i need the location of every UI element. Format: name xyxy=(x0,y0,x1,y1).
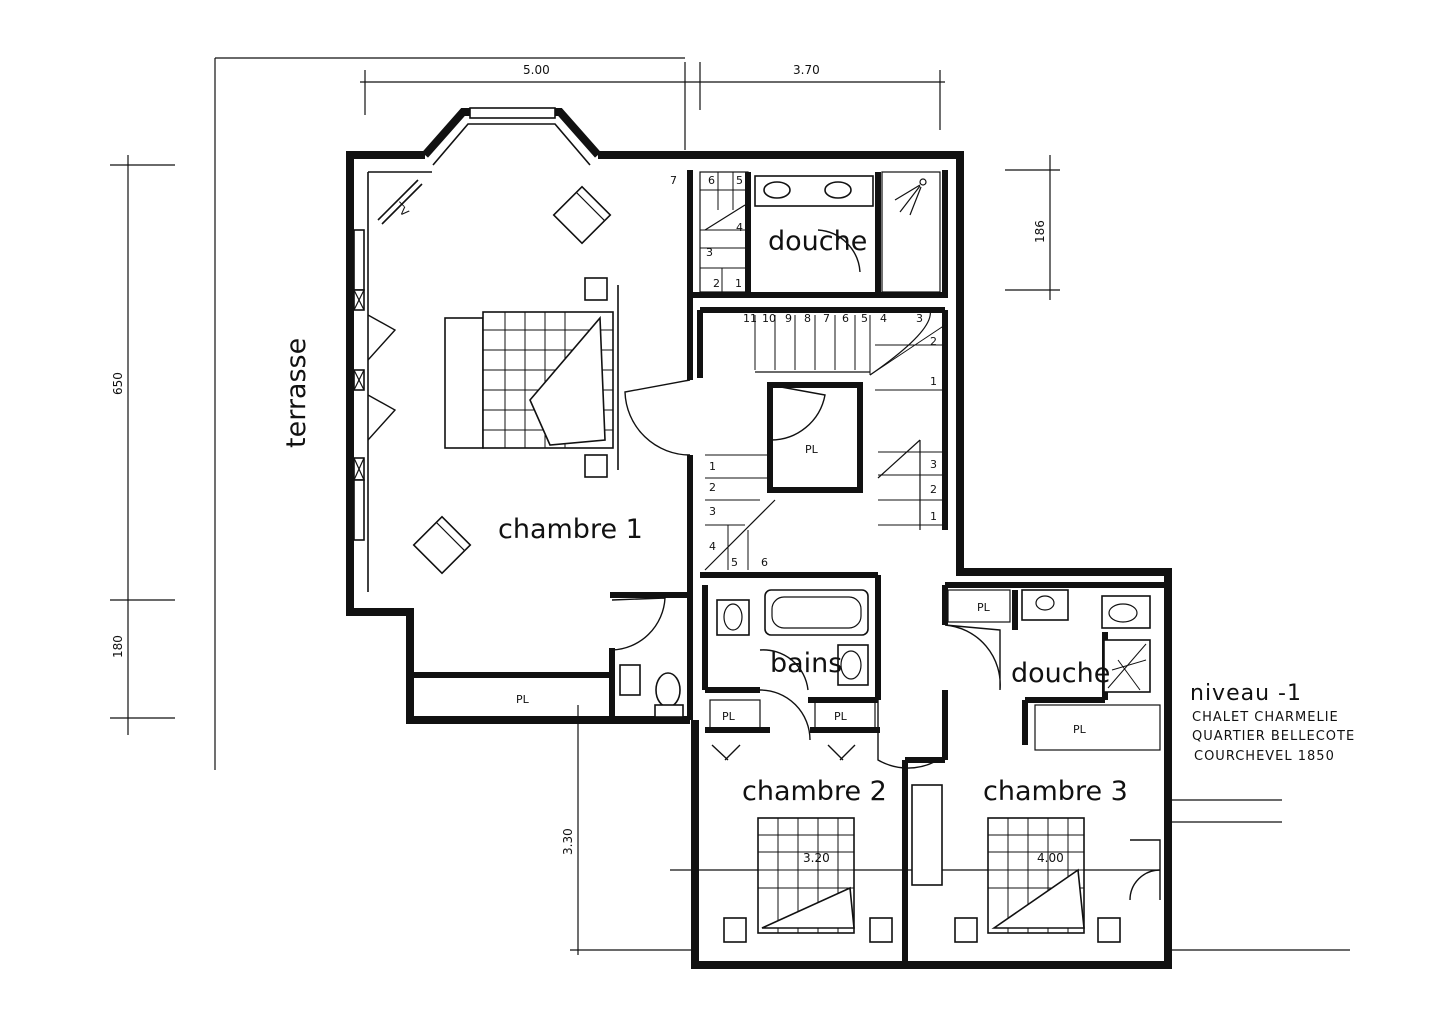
fixtures xyxy=(377,171,1161,943)
dim-left-lower: 180 xyxy=(111,635,125,658)
stair-numbers-lower-right: 3 2 1 xyxy=(930,458,937,523)
dim-top-left: 5.00 xyxy=(523,63,550,77)
stair-step-number: 1 xyxy=(930,375,937,388)
stair-step-number: 3 xyxy=(706,246,713,259)
stair-step-number: 7 xyxy=(823,312,830,325)
stair-step-number: 5 xyxy=(736,174,743,187)
stair-step-number: 3 xyxy=(930,458,937,471)
terrace-label: terrasse xyxy=(281,338,312,448)
bed-chambre2 xyxy=(723,817,893,943)
stair-step-number: 1 xyxy=(735,277,742,290)
dim-top-right: 3.70 xyxy=(793,63,820,77)
bed-chambre3 xyxy=(954,817,1121,943)
shower-top xyxy=(881,171,941,293)
sink-wc-chambre1 xyxy=(619,664,641,696)
stair-numbers-lower-left: 1 2 3 4 5 6 xyxy=(709,460,768,569)
bed3-dimension: 4.00 xyxy=(1037,851,1064,865)
stair-numbers-upper-left: 7 6 5 4 3 2 1 xyxy=(670,174,743,290)
stair-step-number: 3 xyxy=(709,505,716,518)
double-sink xyxy=(754,175,874,207)
armchair-top xyxy=(552,185,612,245)
bay-window-glass xyxy=(469,107,556,119)
toilet-wc-chambre1 xyxy=(655,672,681,708)
tv-icon xyxy=(377,179,419,221)
stair-step-number: 2 xyxy=(709,481,716,494)
bed-chambre1 xyxy=(444,277,619,478)
tv-label: TV xyxy=(391,199,411,219)
stair-step-number: 4 xyxy=(736,221,743,234)
stair-step-number: 4 xyxy=(709,540,716,553)
stair-step-number: 1 xyxy=(709,460,716,473)
stair-step-number: 11 xyxy=(743,312,757,325)
stair-step-number: 7 xyxy=(670,174,677,187)
pl-label-central: PL xyxy=(805,443,819,456)
bed2-dimension: 3.20 xyxy=(803,851,830,865)
sink-douche-right xyxy=(1021,589,1069,621)
stair-step-number: 5 xyxy=(731,556,738,569)
wardrobe-chambre3 xyxy=(911,784,943,886)
labels: chambre 1 chambre 2 chambre 3 douche dou… xyxy=(281,199,1355,865)
dim-right-upper: 186 xyxy=(1033,220,1047,243)
stair-step-number: 6 xyxy=(842,312,849,325)
stair-step-number: 1 xyxy=(930,510,937,523)
title-line-2: QUARTIER BELLECOTE xyxy=(1192,729,1355,744)
stair-step-number: 9 xyxy=(785,312,792,325)
stair-step-number: 5 xyxy=(861,312,868,325)
title-line-1: CHALET CHARMELIE xyxy=(1192,710,1339,725)
dimension-lines: 5.00 3.70 650 180 186 3.30 xyxy=(110,57,1350,955)
pl-label-bains-right: PL xyxy=(834,710,848,723)
dim-bottom-left: 3.30 xyxy=(561,828,575,855)
shower-head-icon xyxy=(919,178,927,186)
stair-step-number: 2 xyxy=(930,335,937,348)
stair-step-number: 2 xyxy=(930,483,937,496)
toilet-douche-right xyxy=(1101,595,1151,629)
central-cupboard xyxy=(767,382,863,493)
level-title: niveau -1 xyxy=(1190,681,1302,706)
window-west-2 xyxy=(353,479,365,541)
bathtub xyxy=(764,589,869,636)
outer-walls xyxy=(346,107,1172,969)
room-label-bains: bains xyxy=(770,648,842,679)
room-label-douche-top: douche xyxy=(768,226,867,257)
doors xyxy=(611,229,1161,901)
pl-label-bains-left: PL xyxy=(722,710,736,723)
window-west-1 xyxy=(353,229,365,291)
title-line-3: COURCHEVEL 1850 xyxy=(1194,749,1335,764)
pl-label-chambre3: PL xyxy=(1073,723,1087,736)
pl-label-corridor: PL xyxy=(977,601,991,614)
room-label-chambre2: chambre 2 xyxy=(742,776,887,807)
pl-label-chambre1: PL xyxy=(516,693,530,706)
room-label-douche-right: douche xyxy=(1011,658,1110,689)
stair-step-number: 10 xyxy=(762,312,776,325)
stair-step-number: 3 xyxy=(916,312,923,325)
stair-step-number: 6 xyxy=(761,556,768,569)
stair-step-number: 6 xyxy=(708,174,715,187)
dim-left-main: 650 xyxy=(111,372,125,395)
toilet-bains xyxy=(716,599,750,636)
room-label-chambre3: chambre 3 xyxy=(983,776,1128,807)
stair-step-number: 8 xyxy=(804,312,811,325)
stair-step-number: 4 xyxy=(880,312,887,325)
armchair-bottom xyxy=(412,515,472,575)
room-label-chambre1: chambre 1 xyxy=(498,514,643,545)
stair-step-number: 2 xyxy=(713,277,720,290)
